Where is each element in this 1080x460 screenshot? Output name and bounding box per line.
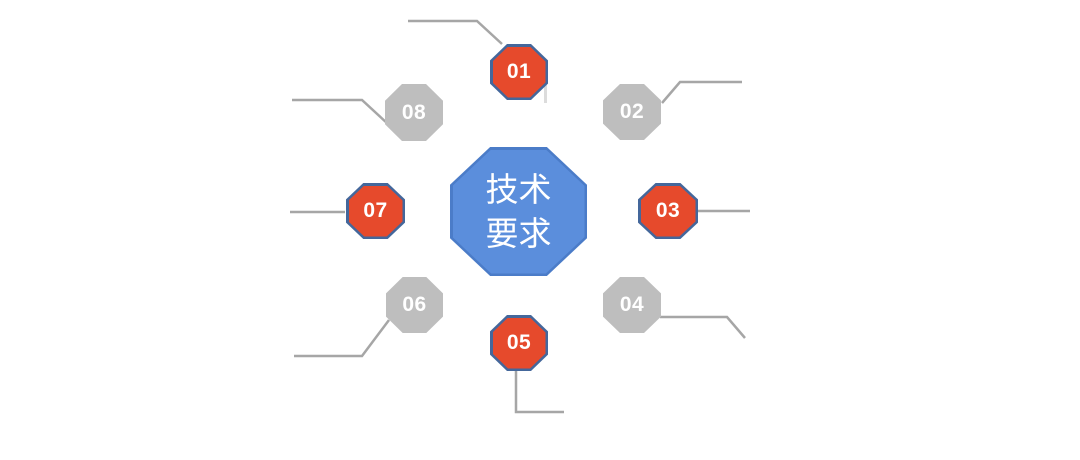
center-node-label: 技术 要求	[486, 168, 552, 256]
node-07-label: 07	[363, 199, 388, 222]
node-08-label: 08	[401, 100, 427, 124]
connector-node-01	[408, 19, 503, 45]
center-node-fill	[452, 149, 585, 274]
connector-node-06	[294, 319, 390, 358]
node-01-fill	[492, 46, 546, 98]
node-05-octagon: 05	[490, 315, 548, 371]
stray-tick-mark	[544, 85, 547, 103]
node-06-label: 06	[402, 293, 427, 316]
center-label-line-1: 技术	[485, 170, 552, 208]
node-05-fill	[492, 317, 546, 369]
node-06-octagon: 06	[386, 277, 443, 333]
node-01-octagon: 01	[490, 44, 548, 100]
center-label-line-2: 要求	[485, 214, 552, 252]
node-05-label: 05	[506, 331, 532, 354]
node-02-label: 02	[619, 100, 645, 123]
connector-node-08	[292, 98, 389, 125]
node-07-fill	[348, 185, 403, 237]
node-04-octagon: 04	[603, 277, 661, 333]
connector-node-05	[514, 370, 564, 414]
center-node-octagon: 技术 要求	[450, 147, 587, 276]
node-03-fill	[640, 185, 696, 237]
node-03-label: 03	[655, 199, 681, 222]
connector-node-02	[661, 80, 742, 104]
node-08-octagon: 08	[385, 84, 443, 141]
node-02-octagon: 02	[603, 84, 661, 140]
node-01-label: 01	[506, 60, 532, 83]
node-03-octagon: 03	[638, 183, 698, 239]
connector-node-04	[660, 315, 746, 339]
node-04-label: 04	[619, 293, 645, 316]
node-07-octagon: 07	[346, 183, 405, 239]
